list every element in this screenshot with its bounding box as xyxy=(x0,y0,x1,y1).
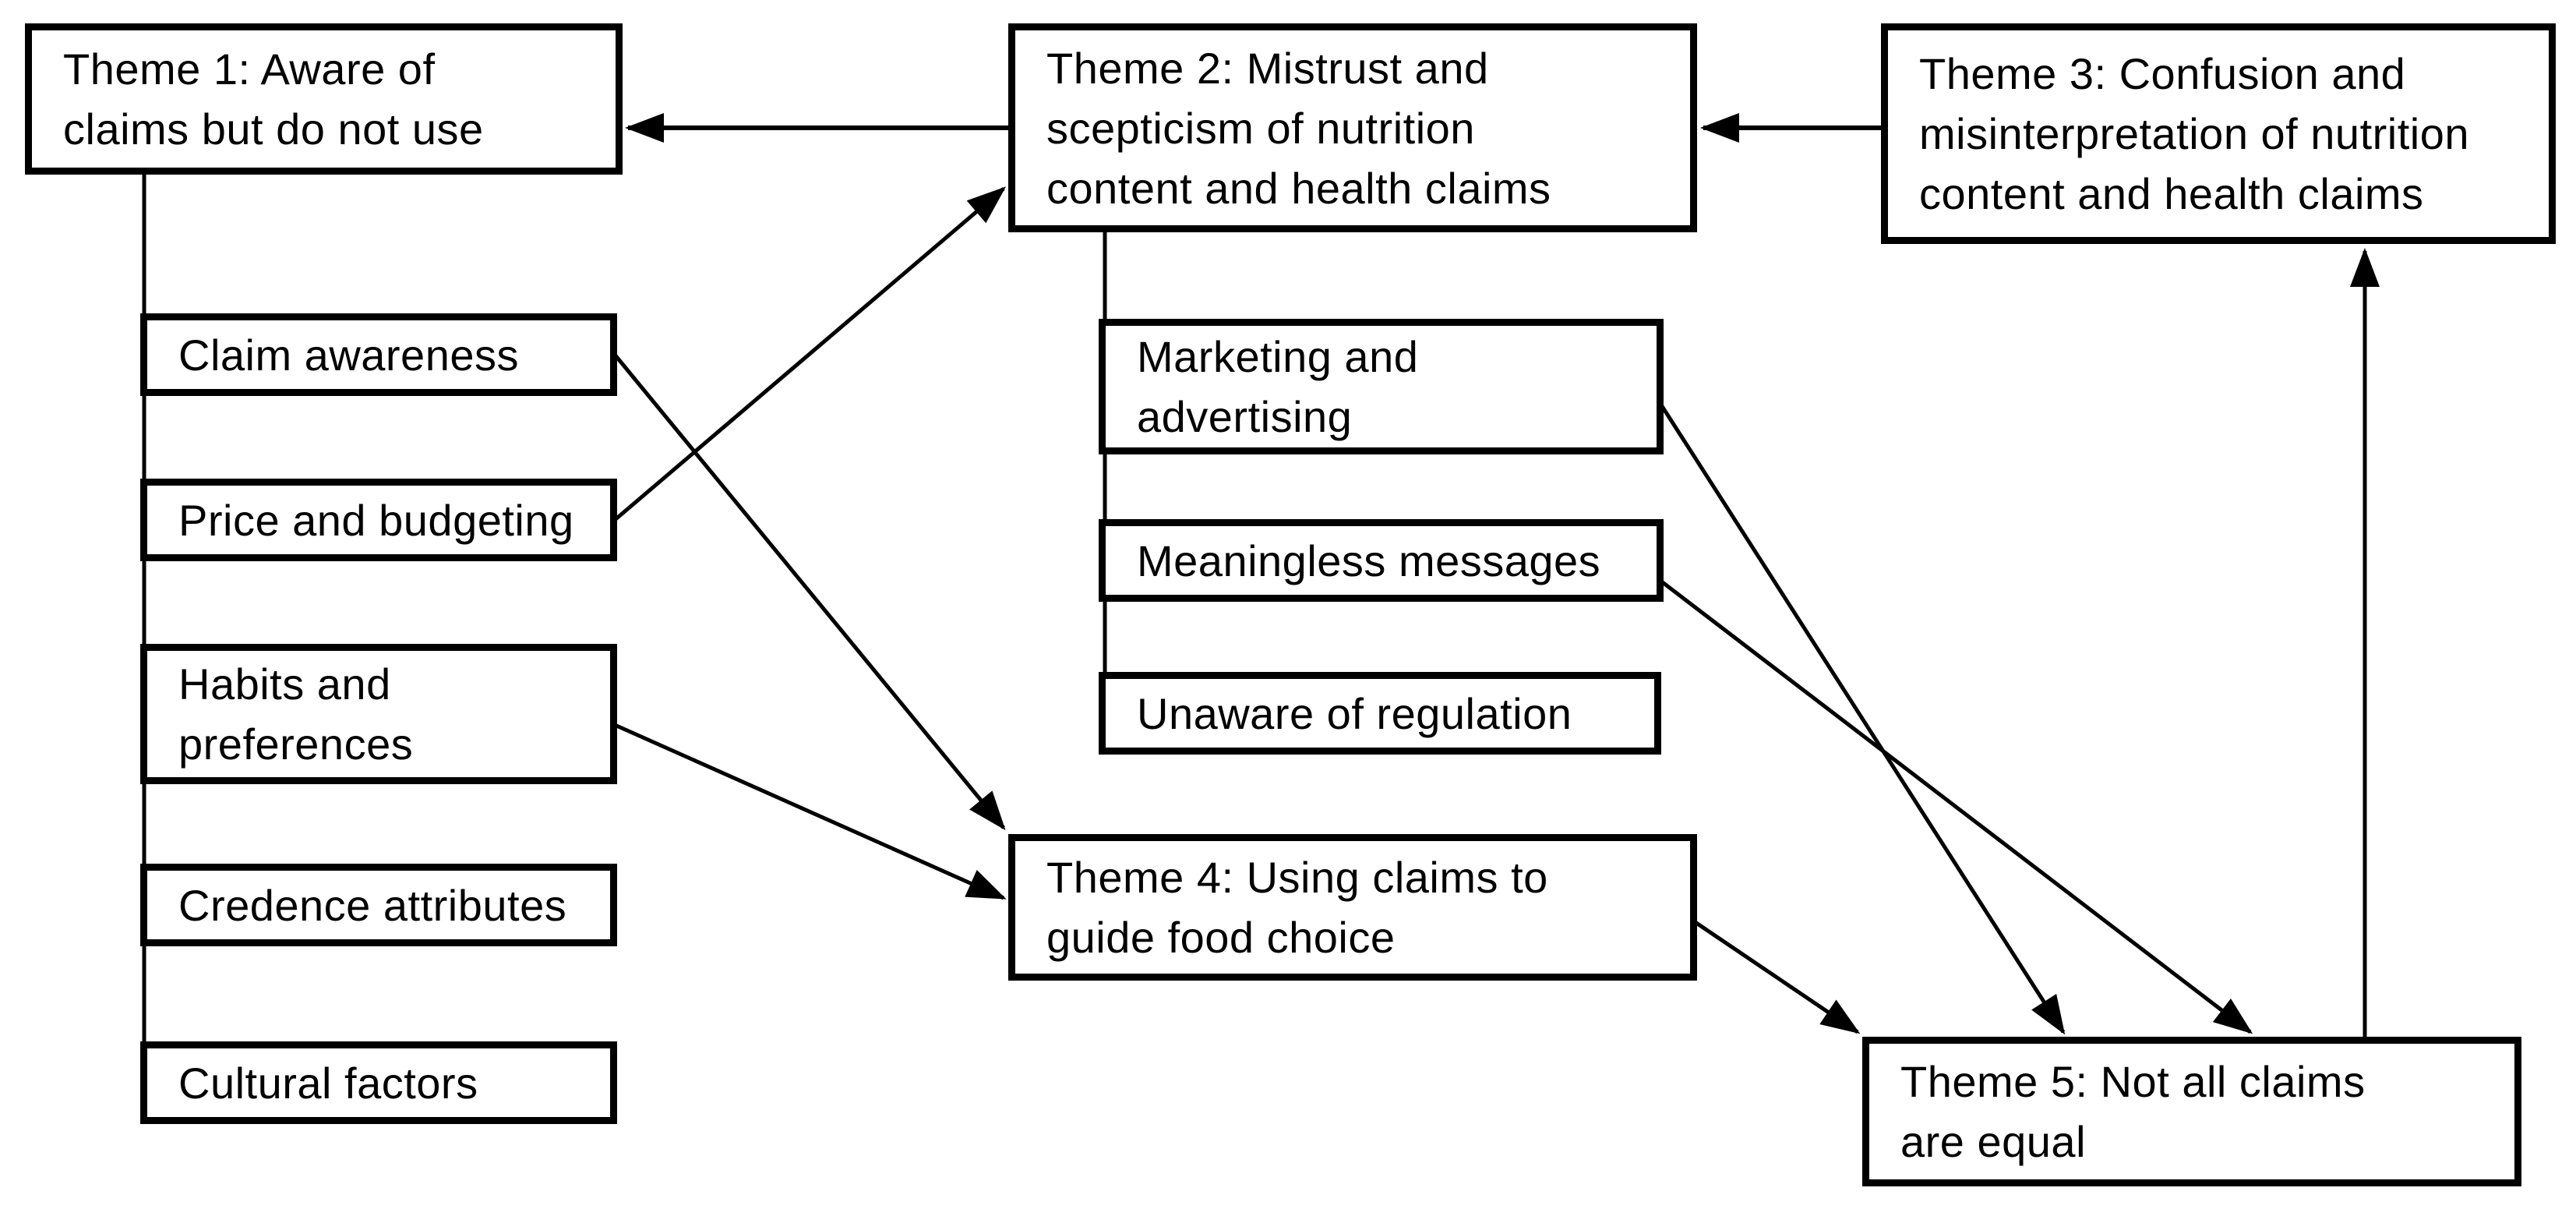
node-price-and-budgeting: Price and budgeting xyxy=(140,479,617,561)
node-unaware-of-regulation: Unaware of regulation xyxy=(1099,672,1661,755)
node-cultural-factors-line: Cultural factors xyxy=(178,1058,478,1108)
node-unaware-of-regulation-line: Unaware of regulation xyxy=(1137,688,1572,738)
node-theme-5-line: are equal xyxy=(1900,1117,2087,1166)
node-marketing-and-advertising-line: advertising xyxy=(1137,392,1353,441)
node-theme-1-line: claims but do not use xyxy=(63,104,484,154)
node-marketing-and-advertising: Marketing and advertising xyxy=(1099,319,1664,454)
node-theme-2-line: content and health claims xyxy=(1046,163,1551,213)
edge-marketing-advertising-to-theme5 xyxy=(1658,402,2066,1035)
edge-habits-preferences-to-theme4 xyxy=(613,723,1007,900)
node-cultural-factors: Cultural factors xyxy=(140,1041,617,1124)
node-theme-4: Theme 4: Using claims to guide food choi… xyxy=(1008,834,1697,981)
node-credence-attributes-line: Credence attributes xyxy=(178,880,567,930)
edge-price-budgeting-to-theme2 xyxy=(613,186,1007,521)
node-credence-attributes: Credence attributes xyxy=(140,864,617,946)
edge-claim-awareness-to-theme4 xyxy=(613,353,1006,831)
edge-theme4-to-theme5 xyxy=(1692,919,1861,1034)
node-meaningless-messages-line: Meaningless messages xyxy=(1137,536,1601,585)
node-theme-3-line: content and health claims xyxy=(1919,169,2424,218)
node-theme-1-line: Theme 1: Aware of xyxy=(63,44,436,94)
node-claim-awareness-line: Claim awareness xyxy=(178,330,519,380)
node-habits-and-preferences-line: preferences xyxy=(178,719,414,769)
node-theme-2-line: Theme 2: Mistrust and xyxy=(1046,43,1489,93)
edge-meaningless-messages-to-theme5 xyxy=(1659,579,2253,1034)
node-theme-4-line: Theme 4: Using claims to xyxy=(1046,853,1548,902)
node-habits-and-preferences-line: Habits and xyxy=(178,659,391,709)
node-theme-1: Theme 1: Aware of claims but do not use xyxy=(25,23,623,175)
node-theme-4-line: guide food choice xyxy=(1046,913,1396,962)
node-habits-and-preferences: Habits and preferences xyxy=(140,644,617,784)
node-theme-2-line: scepticism of nutrition xyxy=(1046,103,1475,153)
node-theme-3: Theme 3: Confusion and misinterpretation… xyxy=(1881,23,2556,244)
node-claim-awareness: Claim awareness xyxy=(140,313,617,396)
node-theme-3-line: Theme 3: Confusion and xyxy=(1919,49,2406,98)
node-marketing-and-advertising-line: Marketing and xyxy=(1137,332,1419,381)
node-theme-2: Theme 2: Mistrust and scepticism of nutr… xyxy=(1008,23,1697,232)
node-theme-5: Theme 5: Not all claims are equal xyxy=(1862,1037,2521,1186)
node-theme-3-line: misinterpretation of nutrition xyxy=(1919,109,2470,158)
node-price-and-budgeting-line: Price and budgeting xyxy=(178,495,574,545)
node-theme-5-line: Theme 5: Not all claims xyxy=(1900,1057,2366,1106)
node-meaningless-messages: Meaningless messages xyxy=(1099,519,1664,602)
